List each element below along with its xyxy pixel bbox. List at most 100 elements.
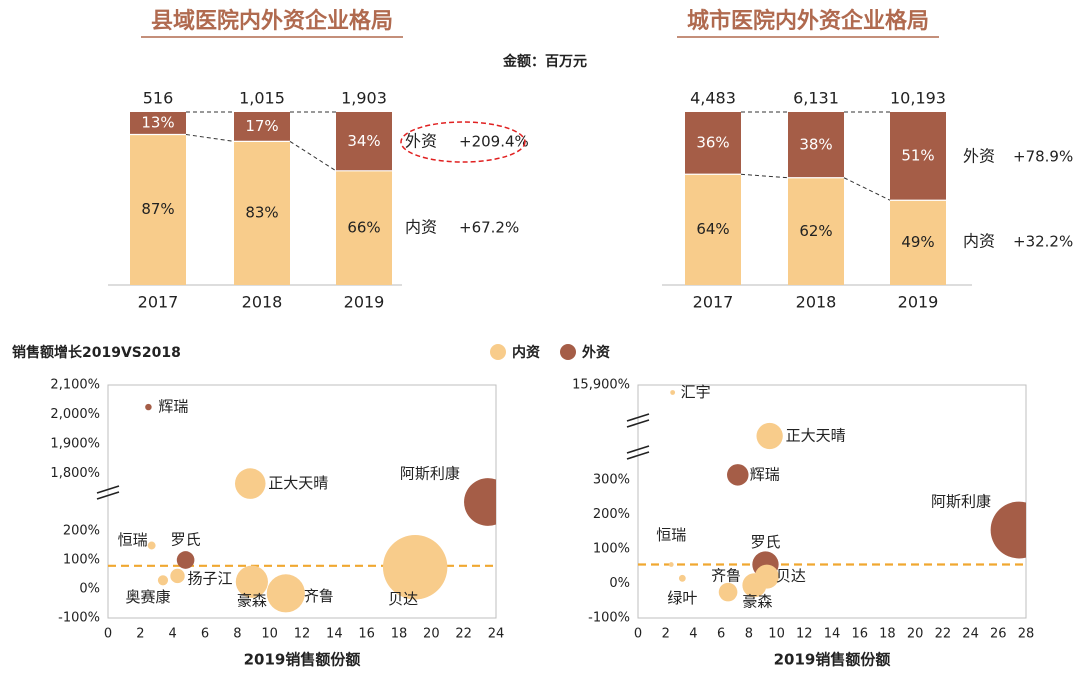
x-tick-label: 14 — [824, 627, 841, 642]
bubble-point — [754, 564, 779, 589]
bar-segment-foreign — [234, 112, 290, 142]
x-tick-label: 2 — [136, 627, 144, 642]
bar-label-domestic: 87% — [141, 200, 174, 218]
bar-label-domestic: 83% — [245, 204, 278, 222]
bubble-point — [170, 568, 185, 584]
bar-label-foreign: 51% — [901, 147, 934, 165]
x-tick-label: 2017 — [693, 293, 734, 312]
bar-total-label: 1,903 — [341, 89, 387, 108]
growth-label: 外资 — [405, 132, 437, 151]
axis-break-mark — [96, 485, 120, 494]
bubble-point — [382, 535, 448, 600]
axis-break-mark — [626, 413, 650, 422]
x-tick-label: 4 — [169, 627, 177, 642]
x-tick-label: 14 — [326, 627, 343, 642]
bubble-point — [756, 422, 783, 450]
bar-segment-foreign — [130, 112, 186, 135]
x-tick-label: 4 — [689, 627, 697, 642]
bubble-label: 阿斯利康 — [400, 465, 460, 483]
x-tick-label: 12 — [294, 627, 311, 642]
y-tick-label: -100% — [588, 611, 630, 626]
legend-foreign-label: 外资 — [582, 344, 610, 361]
bubble-point — [234, 468, 266, 499]
bubble-point — [668, 562, 674, 567]
bubble-point — [157, 575, 169, 586]
y-tick-label: 200% — [63, 524, 100, 539]
bubble-label: 豪森 — [742, 593, 772, 611]
bar-label-foreign: 34% — [347, 132, 380, 150]
bubble-label: 汇宇 — [681, 383, 711, 401]
bubble-label: 贝达 — [388, 590, 418, 608]
bubble-point — [266, 574, 305, 613]
bubble-label: 恒瑞 — [656, 526, 686, 544]
x-tick-label: 0 — [104, 627, 112, 642]
x-tick-label: 26 — [990, 627, 1007, 642]
bar-segment-foreign — [685, 112, 741, 175]
bar-total-label: 1,015 — [239, 89, 285, 108]
bubble-label: 正大天晴 — [786, 427, 846, 445]
axis-break-mark — [626, 419, 650, 428]
legend-foreign-swatch — [560, 344, 576, 360]
y-tick-label: 100% — [593, 542, 630, 557]
bubble-point — [990, 501, 1026, 559]
x-tick-label: 10 — [261, 627, 278, 642]
x-tick-label: 2017 — [138, 293, 179, 312]
x-tick-label: 20 — [907, 627, 924, 642]
x-tick-label: 20 — [423, 627, 440, 642]
bubble-point — [464, 478, 496, 526]
scatter-title: 销售额增长2019VS2018 — [12, 344, 181, 361]
highlight-ellipse — [400, 121, 526, 163]
bar-label-domestic: 64% — [696, 220, 729, 238]
bubble-label: 齐鲁 — [711, 567, 741, 585]
legend-domestic-swatch — [490, 344, 506, 360]
bar-label-foreign: 36% — [696, 134, 729, 152]
bar-label-domestic: 66% — [347, 218, 380, 236]
x-tick-label: 6 — [201, 627, 209, 642]
growth-value: +209.4% — [459, 133, 529, 151]
x-tick-label: 18 — [391, 627, 408, 642]
x-tick-label: 16 — [358, 627, 375, 642]
bar-segment-domestic — [234, 141, 290, 285]
bubble-label: 阿斯利康 — [931, 493, 991, 511]
bubble-point — [147, 541, 156, 550]
bubble-label: 豪森 — [237, 591, 267, 609]
bar-chart-title: 县域医院内外资企业格局 — [151, 8, 393, 34]
bar-segment-domestic — [130, 134, 186, 285]
bubble-label: 辉瑞 — [750, 465, 780, 483]
bar-total-label: 4,483 — [690, 89, 736, 108]
plot-frame — [637, 384, 1027, 619]
bar-chart-title: 城市医院内外资企业格局 — [687, 8, 929, 34]
y-tick-label: 2,100% — [50, 378, 100, 393]
y-tick-label: 0% — [609, 576, 630, 591]
x-axis-label: 2019销售额份额 — [244, 651, 361, 669]
bubble-label: 贝达 — [776, 567, 806, 585]
unit-label: 金额：百万元 — [502, 53, 587, 70]
growth-label: 内资 — [963, 232, 995, 251]
bubble-point — [727, 464, 749, 486]
bar-label-domestic: 62% — [799, 222, 832, 240]
y-tick-label: 2,000% — [50, 407, 100, 422]
bar-segment-domestic — [788, 177, 844, 285]
bar-total-label: 516 — [143, 89, 174, 108]
growth-label: 外资 — [963, 147, 995, 166]
y-tick-label: 200% — [593, 507, 630, 522]
connector-line-split — [185, 133, 235, 142]
axis-break-mark — [96, 491, 120, 500]
x-tick-label: 2018 — [796, 293, 837, 312]
growth-value: +32.2% — [1013, 233, 1073, 251]
bar-label-domestic: 49% — [901, 233, 934, 251]
bubble-point — [670, 390, 676, 395]
bubble-point — [176, 551, 195, 569]
y-tick-label: 300% — [593, 473, 630, 488]
x-tick-label: 6 — [717, 627, 725, 642]
x-tick-label: 22 — [935, 627, 952, 642]
y-tick-label: 1,900% — [50, 436, 100, 451]
bubble-label: 恒瑞 — [118, 531, 148, 549]
growth-value: +78.9% — [1013, 148, 1073, 166]
bubble-label: 罗氏 — [750, 533, 780, 551]
bubble-point — [718, 582, 738, 602]
x-tick-label: 8 — [233, 627, 241, 642]
x-tick-label: 10 — [768, 627, 785, 642]
